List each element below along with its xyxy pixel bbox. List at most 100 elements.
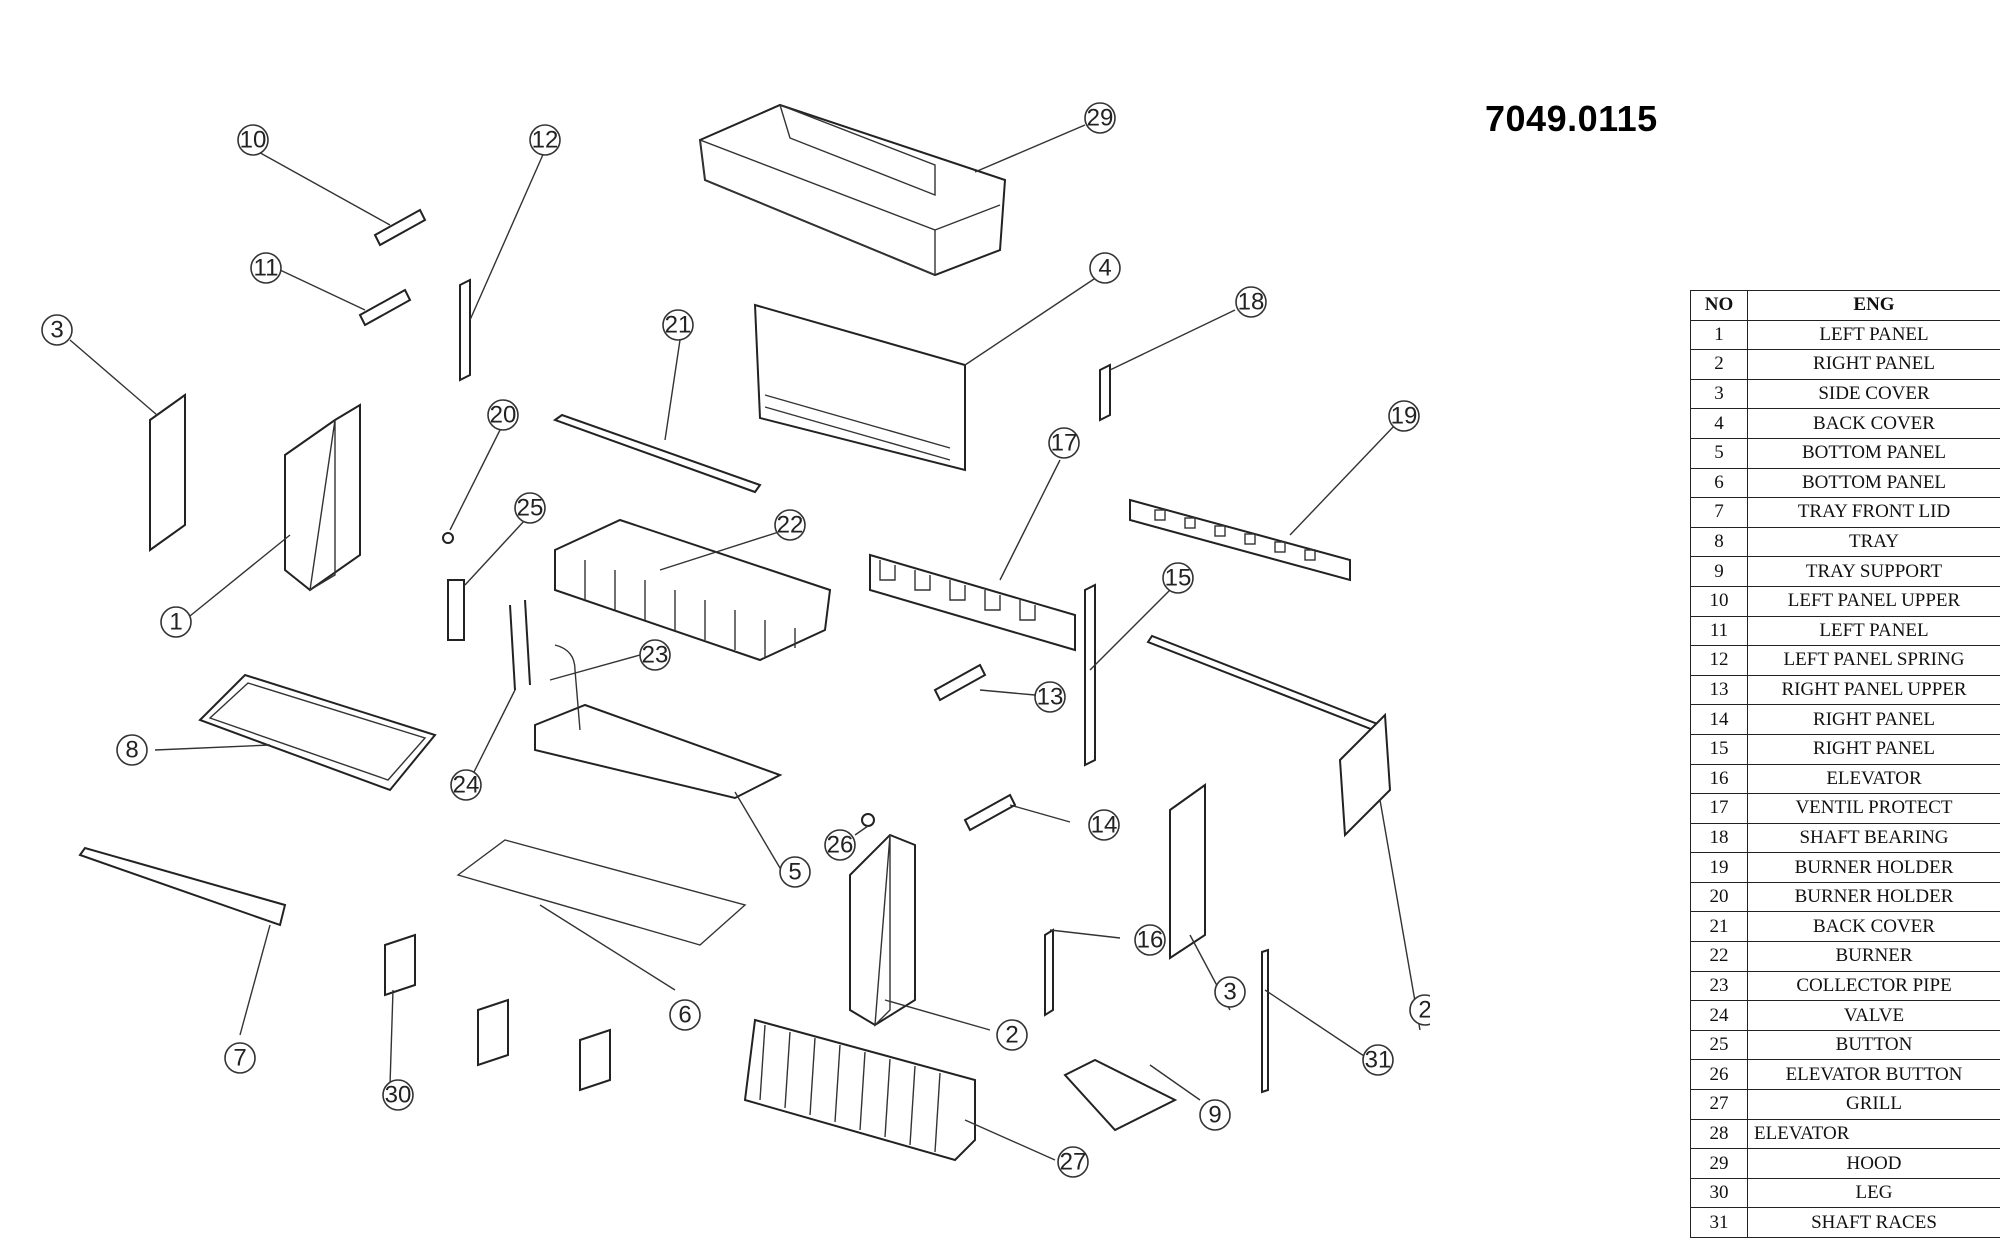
burner-row-part xyxy=(555,520,830,660)
part-name-cell: BACK COVER xyxy=(1748,409,2000,439)
part-number-cell: 27 xyxy=(1691,1090,1748,1120)
part-number-cell: 3 xyxy=(1691,379,1748,409)
part-name-cell: RIGHT PANEL xyxy=(1748,705,2000,735)
valves-part xyxy=(448,580,580,730)
back-cover-rail-part xyxy=(555,415,760,492)
bottom-panel-part xyxy=(535,705,780,798)
svg-text:22: 22 xyxy=(777,512,804,539)
part-name-cell: LEG xyxy=(1748,1178,2000,1208)
svg-text:6: 6 xyxy=(678,1002,691,1029)
callout-21: 21 xyxy=(663,310,693,340)
part-name-cell: VENTIL PROTECT xyxy=(1748,794,2000,824)
part-name-cell: GRILL xyxy=(1748,1090,2000,1120)
svg-text:3: 3 xyxy=(1223,979,1236,1006)
svg-text:2: 2 xyxy=(1005,1022,1018,1049)
svg-text:5: 5 xyxy=(788,859,801,886)
svg-text:20: 20 xyxy=(490,402,517,429)
part-number-cell: 11 xyxy=(1691,616,1748,646)
part-name-cell: ELEVATOR xyxy=(1748,1119,2000,1149)
part-number-cell: 23 xyxy=(1691,971,1748,1001)
svg-text:4: 4 xyxy=(1098,255,1111,282)
part-name-cell: SHAFT BEARING xyxy=(1748,823,2000,853)
part-number-cell: 10 xyxy=(1691,586,1748,616)
callout-8: 8 xyxy=(117,735,147,765)
burner-holder-part xyxy=(1130,500,1350,580)
part-number-cell: 15 xyxy=(1691,734,1748,764)
model-code: 7049.0115 xyxy=(1485,98,1658,140)
side-cover-left-part xyxy=(150,395,185,550)
part-name-cell: LEFT PANEL UPPER xyxy=(1748,586,2000,616)
part-number-cell: 19 xyxy=(1691,853,1748,883)
svg-text:8: 8 xyxy=(125,737,138,764)
callout-3b: 3 xyxy=(1215,977,1245,1007)
tray-part xyxy=(200,675,435,790)
part-name-cell: SIDE COVER xyxy=(1748,379,2000,409)
part-name-cell: TRAY SUPPORT xyxy=(1748,557,2000,587)
bottom-plate-part xyxy=(458,840,745,945)
part-name-cell: LEFT PANEL xyxy=(1748,320,2000,350)
part-number-cell: 7 xyxy=(1691,498,1748,528)
callout-17: 17 xyxy=(1049,428,1079,458)
callout-12: 12 xyxy=(530,125,560,155)
part-number-cell: 16 xyxy=(1691,764,1748,794)
part-number-cell: 25 xyxy=(1691,1030,1748,1060)
svg-text:2: 2 xyxy=(1418,997,1430,1024)
part-name-cell: BOTTOM PANEL xyxy=(1748,468,2000,498)
part-name-cell: BUTTON xyxy=(1748,1030,2000,1060)
svg-text:19: 19 xyxy=(1391,403,1418,430)
callout-1: 1 xyxy=(161,607,191,637)
callout-2: 2 xyxy=(997,1020,1027,1050)
callout-3: 3 xyxy=(42,315,72,345)
callout-26: 26 xyxy=(825,830,855,860)
svg-text:18: 18 xyxy=(1238,289,1265,316)
part-number-cell: 26 xyxy=(1691,1060,1748,1090)
part-number-cell: 12 xyxy=(1691,646,1748,676)
ventil-protect-part xyxy=(870,555,1075,650)
callout-19: 19 xyxy=(1389,401,1419,431)
svg-text:1: 1 xyxy=(169,609,182,636)
callout-15: 15 xyxy=(1163,563,1193,593)
callout-9: 9 xyxy=(1200,1100,1230,1130)
part-name-cell: BOTTOM PANEL xyxy=(1748,438,2000,468)
back-cover-part xyxy=(755,305,965,470)
part-number-cell: 31 xyxy=(1691,1208,1748,1238)
callout-31: 31 xyxy=(1363,1045,1393,1075)
part-number-cell: 28 xyxy=(1691,1119,1748,1149)
part-number-cell: 17 xyxy=(1691,794,1748,824)
part-name-cell: ELEVATOR xyxy=(1748,764,2000,794)
part-number-cell: 21 xyxy=(1691,912,1748,942)
part-number-cell: 13 xyxy=(1691,675,1748,705)
part-number-cell: 29 xyxy=(1691,1149,1748,1179)
part-number-cell: 6 xyxy=(1691,468,1748,498)
hood-part xyxy=(700,105,1005,275)
part-number-cell: 14 xyxy=(1691,705,1748,735)
callout-30: 30 xyxy=(383,1080,413,1110)
header-no: NO xyxy=(1691,291,1748,321)
part-number-cell: 9 xyxy=(1691,557,1748,587)
right-panel-part xyxy=(850,835,915,1025)
